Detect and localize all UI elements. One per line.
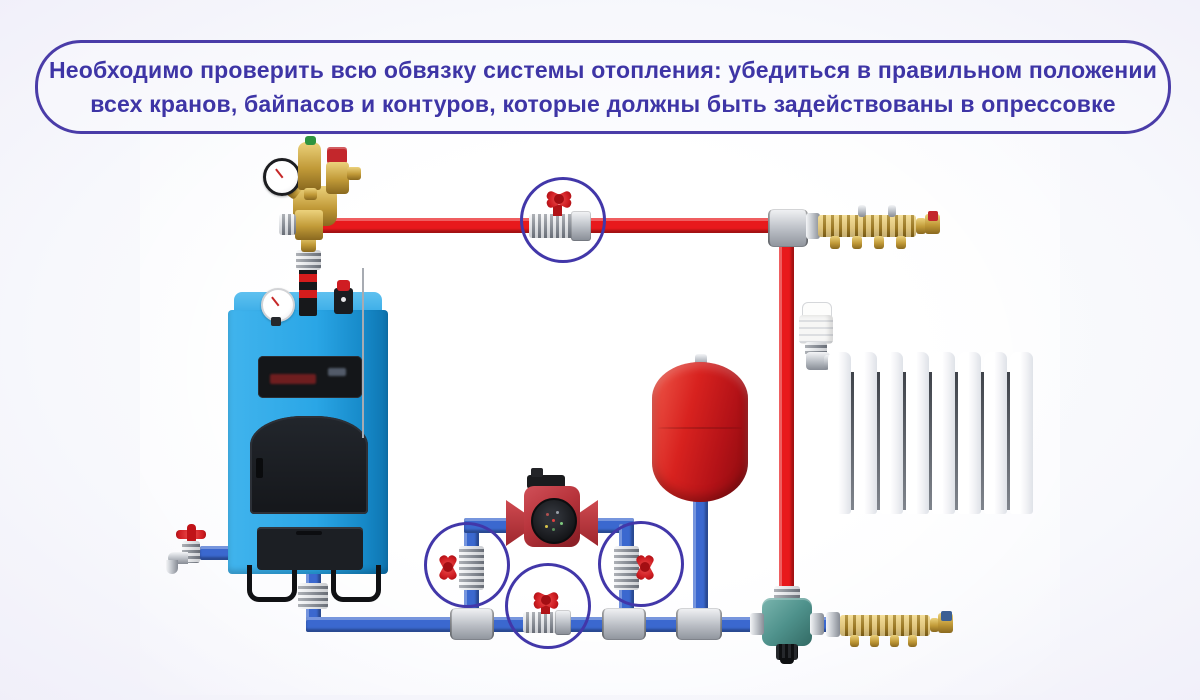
radiator-gap (903, 372, 906, 510)
end-valve-red-cap (928, 211, 938, 221)
manifold-clamp-1 (858, 205, 866, 217)
drain-faucet-hub (187, 524, 196, 544)
lower-door-handle (296, 531, 322, 535)
boiler-control-panel (258, 356, 362, 398)
thermometer-stem (271, 317, 281, 326)
pump-flange-right (578, 500, 598, 546)
expansion-tank-pipe (693, 494, 708, 622)
pump-face-dial (531, 498, 577, 544)
thermostat-knob-dot (341, 297, 346, 302)
return-manifold-outlet-3 (890, 635, 899, 647)
return-tee-left (450, 608, 494, 640)
radiator-section (880, 352, 903, 514)
highlight-circle-return-valve (505, 563, 591, 649)
boiler-bottom-union (298, 583, 328, 609)
boiler-leg-left (247, 565, 297, 602)
control-panel-logo (328, 368, 346, 376)
radiator-gap (877, 372, 880, 510)
radiator-section (984, 352, 1007, 514)
banner-line-2: всех кранов, байпасов и контуров, которы… (90, 91, 1116, 117)
end-valve-blue-cap (941, 611, 952, 621)
mixing-valve-knob (776, 644, 798, 660)
radiator-section (906, 352, 929, 514)
radiator (828, 352, 1033, 518)
flue-riser-band-1 (299, 274, 317, 282)
manifold-clamp-2 (888, 205, 896, 217)
return-manifold-outlet-2 (870, 635, 879, 647)
radiator-gap (981, 372, 984, 510)
radiator-gap (929, 372, 932, 510)
pump-terminal-stub (531, 468, 543, 477)
supply-manifold-outlet-3 (874, 236, 884, 249)
radiator-section (1010, 352, 1033, 514)
expansion-tank-tee (676, 608, 722, 640)
supply-manifold-outlet-4 (896, 236, 906, 249)
control-panel-display (270, 374, 316, 384)
expansion-tank (652, 362, 748, 502)
return-manifold-collar (826, 612, 840, 637)
drain-faucet-spout-tip (166, 560, 178, 574)
supply-tee-body (295, 210, 323, 240)
supply-tee-nut (279, 214, 296, 235)
supply-manifold-collar (806, 213, 820, 239)
thermostatic-head-body (799, 315, 833, 344)
draft-regulator-chain (362, 268, 364, 438)
mixing-valve-top-nut (774, 586, 800, 600)
supply-pipe-vertical (779, 240, 794, 590)
return-manifold-outlet-4 (908, 635, 917, 647)
expansion-tank-seam (658, 427, 742, 429)
safety-valve-outlet (347, 167, 361, 180)
banner-line-1: Необходимо проверить всю обвязку системы… (48, 57, 1158, 83)
radiator-section (854, 352, 877, 514)
flue-riser-band-2 (299, 290, 317, 298)
pressure-gauge-needle (275, 168, 284, 179)
boiler-leg-right (331, 565, 381, 602)
return-tee-right (602, 608, 646, 640)
radiator-section (958, 352, 981, 514)
mixing-valve-body (762, 598, 812, 646)
return-manifold-end (930, 618, 939, 632)
safety-valve-cap (327, 147, 347, 164)
mixing-valve-left-nut (750, 613, 764, 635)
supply-manifold-outlet-2 (852, 236, 862, 249)
radiator-section (828, 352, 851, 514)
pump-terminal-box (527, 475, 565, 489)
riser-brass-segment (301, 236, 316, 252)
air-vent-body (298, 142, 321, 190)
supply-manifold (818, 215, 916, 237)
highlight-circle-bypass-right (598, 521, 684, 607)
highlight-circle-bypass-left (424, 522, 510, 608)
air-vent-neck (304, 188, 317, 200)
mixing-valve-right-nut (810, 613, 824, 635)
highlight-circle-supply-valve (520, 177, 606, 263)
air-vent-cap (305, 136, 316, 145)
upper-door-handle (256, 458, 263, 478)
riser-union-chrome (296, 250, 321, 270)
pressure-gauge (263, 158, 301, 196)
faucet-stub-pipe (200, 546, 230, 560)
supply-manifold-end (916, 218, 926, 234)
thermometer-needle (271, 296, 280, 307)
safety-valve-body (326, 162, 349, 194)
boiler-upper-door (250, 416, 368, 514)
mixing-valve-knob-tip (780, 658, 794, 664)
radiator-gap (1007, 372, 1010, 510)
radiator-section (932, 352, 955, 514)
supply-corner-tee (768, 209, 808, 247)
instruction-banner: Необходимо проверить всю обвязку системы… (35, 40, 1171, 134)
pump-flange-left (506, 500, 526, 546)
thermostat-knob-cap (337, 280, 350, 291)
radiator-gap (955, 372, 958, 510)
return-manifold-outlet-1 (850, 635, 859, 647)
return-manifold (840, 615, 930, 636)
supply-manifold-outlet-1 (830, 236, 840, 249)
radiator-gap (851, 372, 854, 510)
